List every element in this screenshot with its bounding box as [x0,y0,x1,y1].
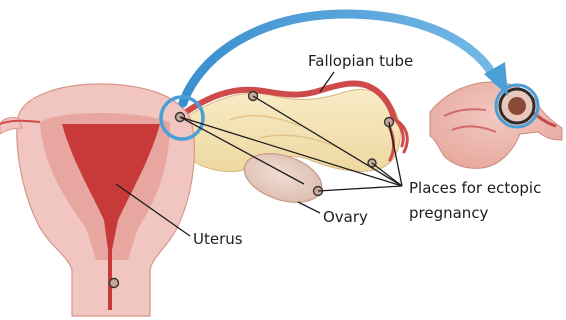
inset-tissue [430,82,562,168]
label-ovary: Ovary [323,208,368,226]
label-fallopian-tube: Fallopian tube [308,52,413,70]
label-ectopic-line1: Places for ectopic [409,179,541,197]
leader-line [318,186,402,191]
ovary-leader [298,202,320,213]
ectopic-inset [430,82,562,168]
embryo-core [508,97,526,115]
site-marker [110,279,119,288]
fallopian-tube [185,84,407,172]
label-uterus: Uterus [193,230,243,248]
uterus [0,84,194,316]
label-ectopic-line2: pregnancy [409,204,489,222]
